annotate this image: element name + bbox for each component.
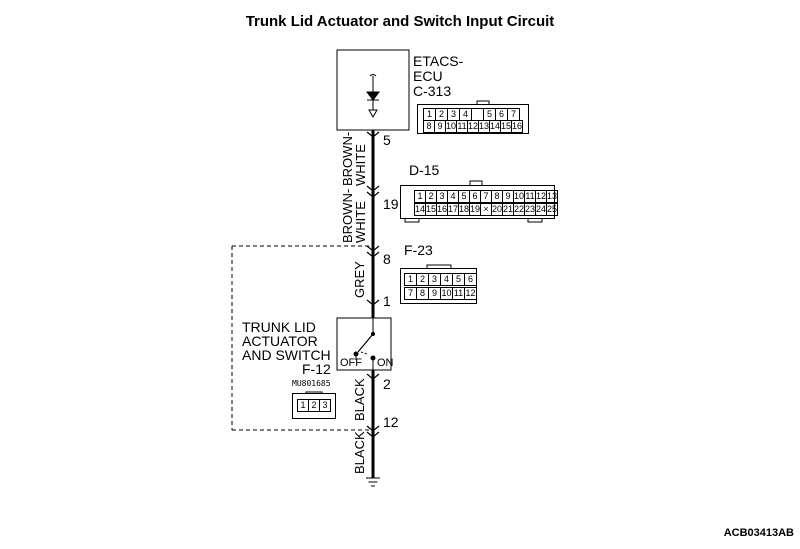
- ecu-label-line2: ECU: [413, 68, 443, 84]
- switch-connector-label: F-12: [302, 361, 331, 377]
- switch-on-label: ON: [377, 357, 394, 369]
- ecu-label-line1: ETACS-: [413, 53, 464, 69]
- diagram-title: Trunk Lid Actuator and Switch Input Circ…: [245, 13, 555, 30]
- switch-label-line2: ACTUATOR: [242, 333, 318, 349]
- d15-pin-number: 19: [383, 196, 399, 212]
- junction-pin-number: 12: [383, 414, 399, 430]
- ecu-connector-label: C-313: [413, 83, 452, 99]
- dashed-enclosure: [231, 245, 370, 431]
- switch-pin-number: 2: [383, 376, 391, 392]
- d15-label: D-15: [409, 162, 440, 178]
- connector-pin-cell: 25: [546, 203, 558, 216]
- switch-off-label: OFF: [340, 357, 362, 369]
- f23-pin-top: 8: [383, 251, 391, 267]
- f23-label: F-23: [404, 242, 433, 258]
- connector-pin-cell: 16: [511, 120, 523, 133]
- f23-pin-bottom: 1: [383, 293, 391, 309]
- ecu-pin-number: 5: [383, 132, 391, 148]
- switch-label-line3: AND SWITCH: [242, 347, 331, 363]
- wire-label-brown-white-2b: WHITE: [353, 201, 368, 243]
- connector-pin-cell: 13: [546, 190, 558, 203]
- f12-part-number: MU801685: [292, 379, 331, 388]
- ground-symbol: [366, 477, 380, 487]
- figure-code: ACB03413AB: [723, 527, 794, 539]
- connector-pin-cell: 3: [319, 399, 331, 412]
- wire-label-black-1: BLACK: [352, 378, 367, 421]
- connector-pin-cell: 6: [464, 273, 477, 286]
- wire-label-grey: GREY: [352, 261, 367, 298]
- switch-label-line1: TRUNK LID: [242, 319, 316, 335]
- connector-pin-cell: 12: [464, 287, 477, 300]
- ecu-internal-symbol: [366, 74, 380, 119]
- wire-label-black-2: BLACK: [352, 431, 367, 474]
- connector-chevrons: [366, 131, 380, 438]
- wire-label-brown-white-1b: WHITE: [353, 144, 368, 186]
